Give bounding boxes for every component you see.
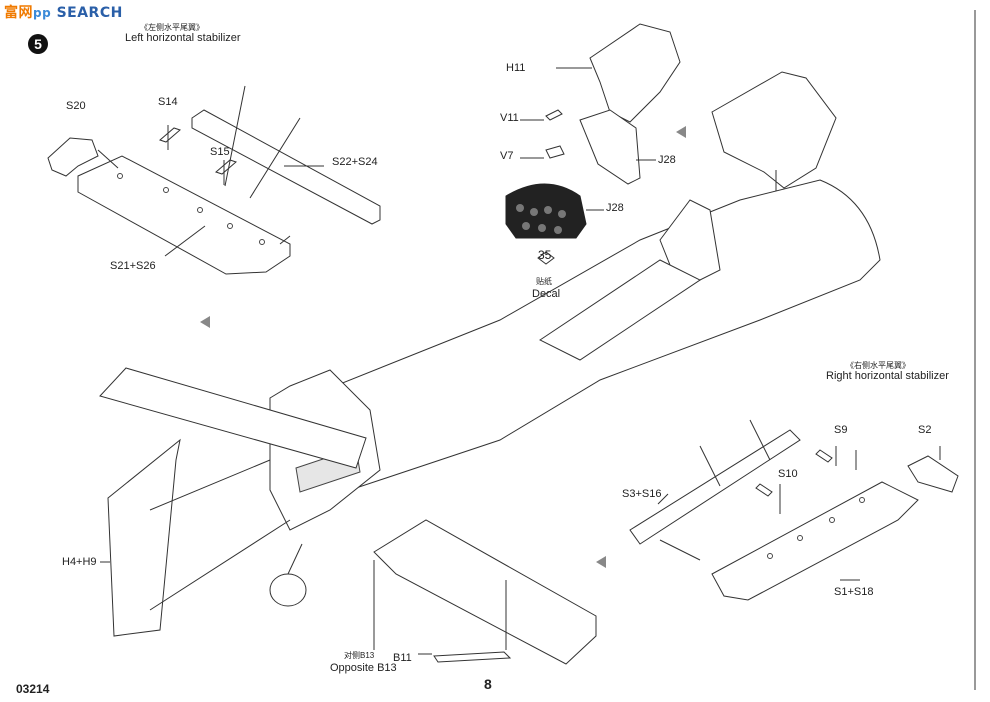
label-h11: H11: [506, 62, 526, 74]
label-s21-s26: S21+S26: [110, 260, 156, 272]
label-s9: S9: [834, 424, 848, 436]
part-s2: [907, 455, 959, 493]
label-s14: S14: [158, 96, 178, 108]
part-s1-s18: [711, 481, 919, 601]
label-s2: S2: [918, 424, 932, 436]
part-s3-s16: [629, 429, 801, 545]
part-stab-bottom: [373, 519, 597, 665]
part-s14: [159, 127, 181, 143]
label-opposite-cn: 对侧B13: [344, 651, 375, 660]
left-stab-cn-label: 《左侧水平尾翼》: [140, 23, 204, 32]
page-number: 8: [484, 676, 492, 692]
stabilizer-bottom-group: [373, 519, 597, 665]
watermark-logo: 富网pp SEARCH: [4, 5, 123, 21]
label-decal-number: 35: [538, 248, 552, 262]
part-s10: [755, 483, 773, 497]
label-s1-s18: S1+S18: [834, 586, 874, 598]
part-v11: [545, 109, 563, 121]
part-s22-s24: [191, 109, 381, 225]
left-stab-en-label: Left horizontal stabilizer: [125, 32, 241, 44]
label-j28-decal: J28: [606, 202, 624, 214]
part-s20: [47, 137, 99, 177]
part-v7: [545, 145, 565, 159]
part-s21-s26: [77, 155, 291, 275]
part-j28-panel: [579, 109, 641, 185]
decal-arrow: [537, 251, 555, 265]
part-h11: [589, 23, 681, 123]
right-stabilizer-group: [629, 419, 959, 601]
step-number-badge: 5: [28, 34, 48, 54]
kit-code: 03214: [16, 682, 50, 696]
label-b11: B11: [393, 652, 412, 664]
part-canopy-right: [711, 71, 837, 189]
label-s20: S20: [66, 100, 86, 112]
part-h4-h9: [107, 438, 181, 637]
label-s3-s16: S3+S16: [622, 488, 662, 500]
part-s9: [815, 449, 833, 463]
label-h4-h9: H4+H9: [62, 556, 97, 568]
label-decal-en: Decal: [532, 288, 561, 300]
label-decal-cn: 贴纸: [536, 277, 552, 286]
part-stab-installed: [99, 367, 367, 469]
label-j28-panel: J28: [658, 154, 676, 166]
direction-arrows: [200, 126, 686, 568]
label-s10: S10: [778, 468, 798, 480]
label-s15: S15: [210, 146, 230, 158]
fuselage-group: [99, 179, 881, 637]
part-b11: [433, 651, 512, 663]
right-stab-en-label: Right horizontal stabilizer: [826, 370, 949, 382]
right-stab-cn-label: 《右侧水平尾翼》: [846, 361, 910, 370]
label-s22-s24: S22+S24: [332, 156, 378, 168]
left-stabilizer-group: [47, 85, 381, 275]
part-tail-wheel: [269, 573, 307, 607]
label-v11: V11: [500, 112, 519, 124]
part-cockpit-tub: [539, 259, 701, 361]
label-v7: V7: [500, 150, 514, 162]
canopy-group: [505, 23, 837, 265]
part-s15: [215, 159, 237, 175]
label-opposite-en: Opposite B13: [330, 662, 397, 674]
